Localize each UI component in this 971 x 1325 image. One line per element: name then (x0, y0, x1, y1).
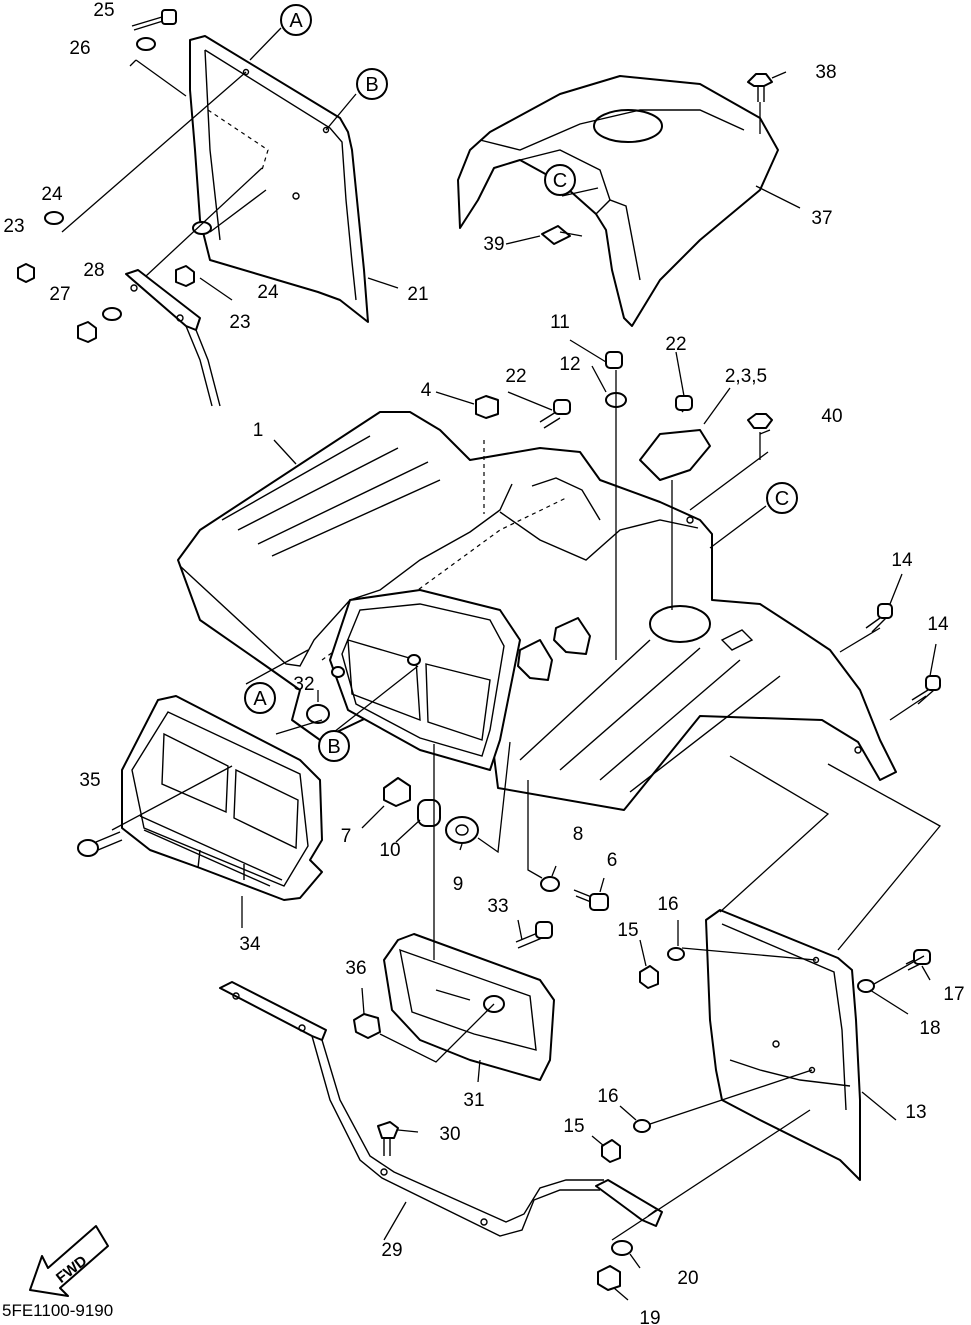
callout-39: 39 (483, 234, 504, 255)
callout-20: 20 (677, 1268, 698, 1289)
ref-circle-b-fender: B (318, 730, 350, 762)
part-29-stay (219, 981, 663, 1237)
part-32-nut (306, 704, 330, 724)
part-top-hardware (475, 351, 773, 481)
ref-circle-b-top: B (356, 68, 388, 100)
ref-a-label: A (253, 688, 267, 710)
callout-34: 34 (239, 934, 261, 955)
callout-6: 6 (607, 850, 618, 871)
callout-25: 25 (93, 0, 114, 21)
part-9-grommet (445, 816, 479, 844)
part-bracket-left (125, 269, 221, 407)
part-36-nut (353, 1013, 381, 1039)
callout-40: 40 (821, 406, 842, 427)
part-30-bolt (377, 1121, 399, 1156)
callout-1: 1 (253, 420, 264, 441)
callout-37: 37 (811, 208, 832, 229)
part-37-top-cover (457, 75, 779, 327)
callout-28: 28 (83, 260, 104, 281)
callout-10: 10 (379, 840, 400, 861)
part-35-screw (77, 831, 123, 857)
callout-4: 4 (421, 380, 432, 401)
part-7-collar (383, 777, 411, 807)
callout-15: 15 (563, 1116, 584, 1137)
diagram-code: 5FE1100-9190 (2, 1301, 113, 1320)
callout-labels: 25 26 24 23 28 27 24 23 21 38 37 39 11 2… (3, 0, 964, 1325)
hardware-top-left (17, 9, 212, 343)
callout-31: 31 (463, 1090, 484, 1111)
fwd-arrow-icon: FWD (29, 1225, 109, 1297)
ref-b-label: B (365, 74, 378, 96)
callout-18: 18 (919, 1018, 940, 1039)
callout-27: 27 (49, 284, 70, 305)
callout-12: 12 (559, 354, 580, 375)
ref-circle-a-top: A (280, 4, 312, 36)
callout-19: 19 (639, 1308, 660, 1325)
callout-35: 35 (79, 770, 100, 791)
callout-23: 23 (3, 216, 24, 237)
part-21-front-flap (189, 35, 369, 323)
callout-26: 26 (69, 38, 90, 59)
part-13-side-flap (705, 909, 861, 1181)
callout-17: 17 (943, 984, 964, 1005)
part-8-washer (540, 876, 560, 892)
part-34-headlight-bezel (121, 695, 323, 901)
part-15-16-hardware (601, 947, 685, 1163)
callout-30: 30 (439, 1124, 460, 1145)
callout-2-3-5: 2,3,5 (725, 366, 767, 387)
ref-circle-a-fender: A (244, 682, 276, 714)
callout-36: 36 (345, 958, 366, 979)
part-38-screw (747, 73, 773, 102)
ref-circle-c-cover: C (544, 164, 576, 196)
part-39-clip (541, 225, 571, 245)
ref-circle-c-fender: C (766, 482, 798, 514)
ref-c-label: C (553, 170, 567, 192)
callout-38: 38 (815, 62, 836, 83)
ref-b-label: B (327, 736, 340, 758)
part-6-bolt (573, 889, 609, 911)
part-10-bushing (417, 799, 441, 827)
part-19-20-hardware (597, 1240, 633, 1291)
ref-c-label: C (775, 488, 789, 510)
callout-14: 14 (927, 614, 949, 635)
leader-lines (61, 27, 941, 1301)
part-14-screws (865, 603, 941, 705)
callout-23: 23 (229, 312, 250, 333)
callout-22: 22 (665, 334, 686, 355)
callout-24: 24 (41, 184, 63, 205)
callout-22: 22 (505, 366, 526, 387)
part-33-screw (515, 921, 553, 949)
part-1-front-fender (177, 411, 897, 811)
callout-16: 16 (597, 1086, 618, 1107)
callout-21: 21 (407, 284, 428, 305)
callout-24: 24 (257, 282, 279, 303)
ref-a-label: A (289, 10, 303, 32)
callout-9: 9 (453, 874, 464, 895)
callout-11: 11 (550, 312, 570, 333)
part-17-18-hardware (857, 949, 931, 993)
part-31-tray (383, 933, 555, 1081)
callout-13: 13 (905, 1102, 926, 1123)
callout-33: 33 (487, 896, 508, 917)
callout-16: 16 (657, 894, 678, 915)
callout-8: 8 (573, 824, 584, 845)
callout-29: 29 (381, 1240, 402, 1261)
callout-7: 7 (341, 826, 352, 847)
callout-32: 32 (293, 674, 314, 695)
callout-14: 14 (891, 550, 913, 571)
callout-15: 15 (617, 920, 638, 941)
